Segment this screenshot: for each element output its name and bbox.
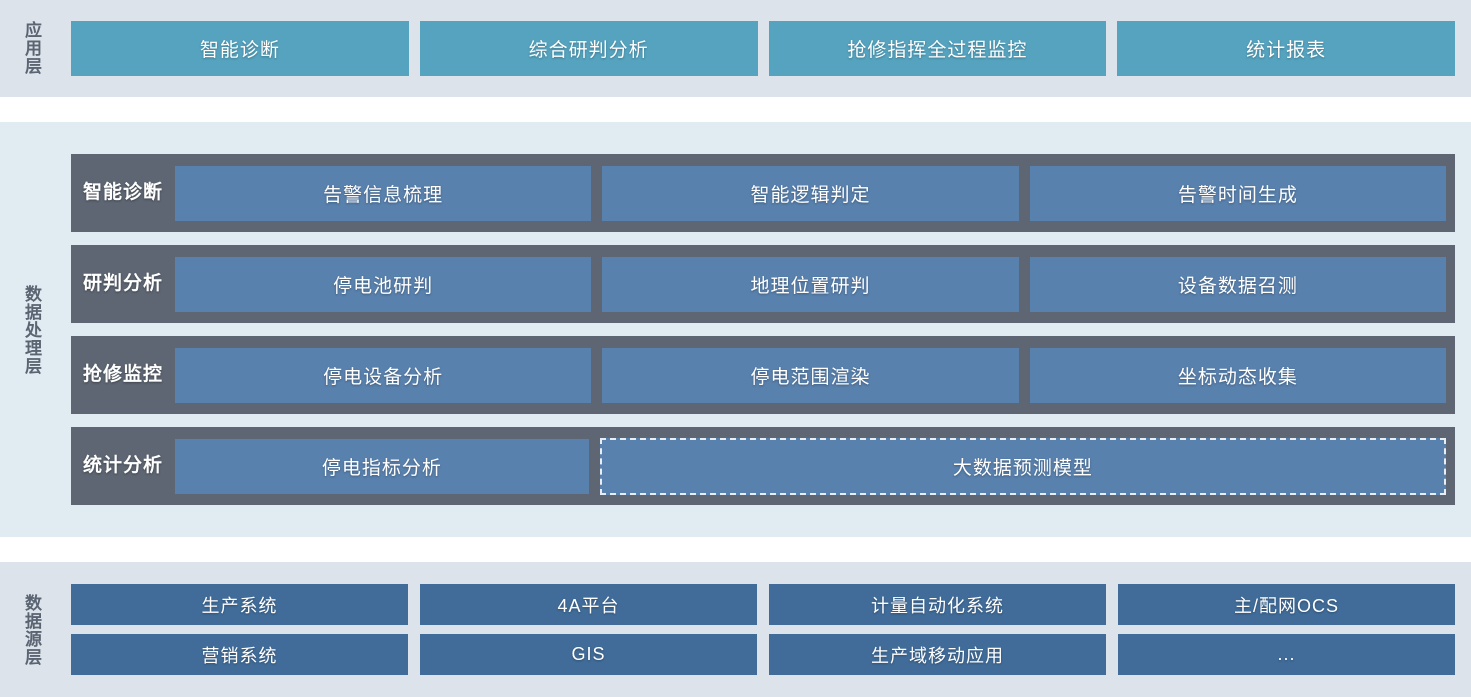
processing-row-label-line1: 研判 [82, 272, 123, 294]
application-card-repair-monitoring[interactable]: 抢修指挥全过程监控 [768, 20, 1107, 76]
processing-row-repair-monitoring: 抢修 监控 停电设备分析 停电范围渲染 坐标动态收集 [71, 336, 1455, 415]
source-card-metering-automation-system[interactable]: 计量自动化系统 [769, 584, 1106, 626]
application-layer-cards: 智能诊断 综合研判分析 抢修指挥全过程监控 统计报表 [62, 0, 1471, 97]
processing-row-label-line2: 监控 [123, 363, 164, 385]
processing-card-geographic-location-analysis[interactable]: 地理位置研判 [602, 256, 1019, 312]
data-source-layer: 数据源层 生产系统 4A平台 计量自动化系统 主/配网OCS 营销系统 GIS … [0, 562, 1471, 697]
processing-card-outage-index-analysis[interactable]: 停电指标分析 [175, 438, 589, 494]
data-source-row: 营销系统 GIS 生产域移动应用 ... [71, 634, 1455, 676]
processing-row-label-line1: 统计 [82, 454, 123, 476]
processing-card-intelligent-logic-judgment[interactable]: 智能逻辑判定 [602, 165, 1019, 221]
processing-card-big-data-prediction-model[interactable]: 大数据预测模型 [599, 437, 1446, 495]
processing-cells: 停电池研判 地理位置研判 设备数据召测 [175, 245, 1455, 323]
data-processing-layer: 数据处理层 智能 诊断 告警信息梳理 智能逻辑判定 告警时间生成 研判 分析 [0, 121, 1471, 538]
processing-card-alarm-time-generation[interactable]: 告警时间生成 [1029, 165, 1446, 221]
source-card-production-system[interactable]: 生产系统 [71, 584, 408, 626]
processing-row-label-analysis: 研判 分析 [71, 245, 175, 323]
layer-divider-bottom [0, 537, 1471, 563]
processing-card-outage-range-rendering[interactable]: 停电范围渲染 [602, 347, 1019, 403]
source-card-gis[interactable]: GIS [420, 634, 757, 676]
processing-row-label-line2: 分析 [123, 272, 164, 294]
processing-row-label-repair-monitoring: 抢修 监控 [71, 336, 175, 414]
processing-card-coordinate-dynamic-collection[interactable]: 坐标动态收集 [1029, 347, 1446, 403]
application-card-statistical-report[interactable]: 统计报表 [1117, 20, 1455, 76]
processing-row-statistical-analysis: 统计 分析 停电指标分析 大数据预测模型 [71, 427, 1455, 506]
application-layer-label: 应用层 [22, 21, 42, 76]
processing-row-label-line1: 抢修 [82, 363, 123, 385]
application-layer: 应用层 智能诊断 综合研判分析 抢修指挥全过程监控 统计报表 [0, 0, 1471, 97]
processing-row-label-line2: 诊断 [123, 181, 164, 203]
processing-row-label-intelligent-diagnosis: 智能 诊断 [71, 154, 175, 232]
processing-card-device-data-retrieval[interactable]: 设备数据召测 [1029, 256, 1446, 312]
processing-card-alarm-info-sorting[interactable]: 告警信息梳理 [175, 165, 592, 221]
data-source-layer-label: 数据源层 [22, 593, 42, 666]
processing-card-outage-device-analysis[interactable]: 停电设备分析 [175, 347, 592, 403]
data-source-row: 生产系统 4A平台 计量自动化系统 主/配网OCS [71, 584, 1455, 626]
application-card-intelligent-diagnosis[interactable]: 智能诊断 [71, 20, 409, 76]
source-card-4a-platform[interactable]: 4A平台 [420, 584, 757, 626]
source-card-main-distribution-ocs[interactable]: 主/配网OCS [1118, 584, 1455, 626]
source-card-production-mobile-app[interactable]: 生产域移动应用 [769, 634, 1106, 676]
processing-row-intelligent-diagnosis: 智能 诊断 告警信息梳理 智能逻辑判定 告警时间生成 [71, 154, 1455, 233]
processing-row-label-line2: 分析 [123, 454, 164, 476]
data-processing-layer-label: 数据处理层 [22, 284, 42, 375]
processing-cells: 停电指标分析 大数据预测模型 [175, 427, 1455, 505]
application-card-comprehensive-analysis[interactable]: 综合研判分析 [419, 20, 758, 76]
data-source-rows: 生产系统 4A平台 计量自动化系统 主/配网OCS 营销系统 GIS 生产域移动… [62, 562, 1471, 697]
layer-divider-top [0, 96, 1471, 122]
source-card-marketing-system[interactable]: 营销系统 [71, 634, 408, 676]
processing-cells: 停电设备分析 停电范围渲染 坐标动态收集 [175, 336, 1455, 414]
data-processing-rows: 智能 诊断 告警信息梳理 智能逻辑判定 告警时间生成 研判 分析 停电池研判 地… [62, 122, 1471, 537]
processing-row-label-line1: 智能 [82, 181, 123, 203]
source-card-more[interactable]: ... [1118, 634, 1455, 676]
processing-cells: 告警信息梳理 智能逻辑判定 告警时间生成 [175, 154, 1455, 232]
processing-card-outage-pool-analysis[interactable]: 停电池研判 [175, 256, 592, 312]
processing-row-label-statistical-analysis: 统计 分析 [71, 427, 175, 505]
processing-row-analysis: 研判 分析 停电池研判 地理位置研判 设备数据召测 [71, 245, 1455, 324]
